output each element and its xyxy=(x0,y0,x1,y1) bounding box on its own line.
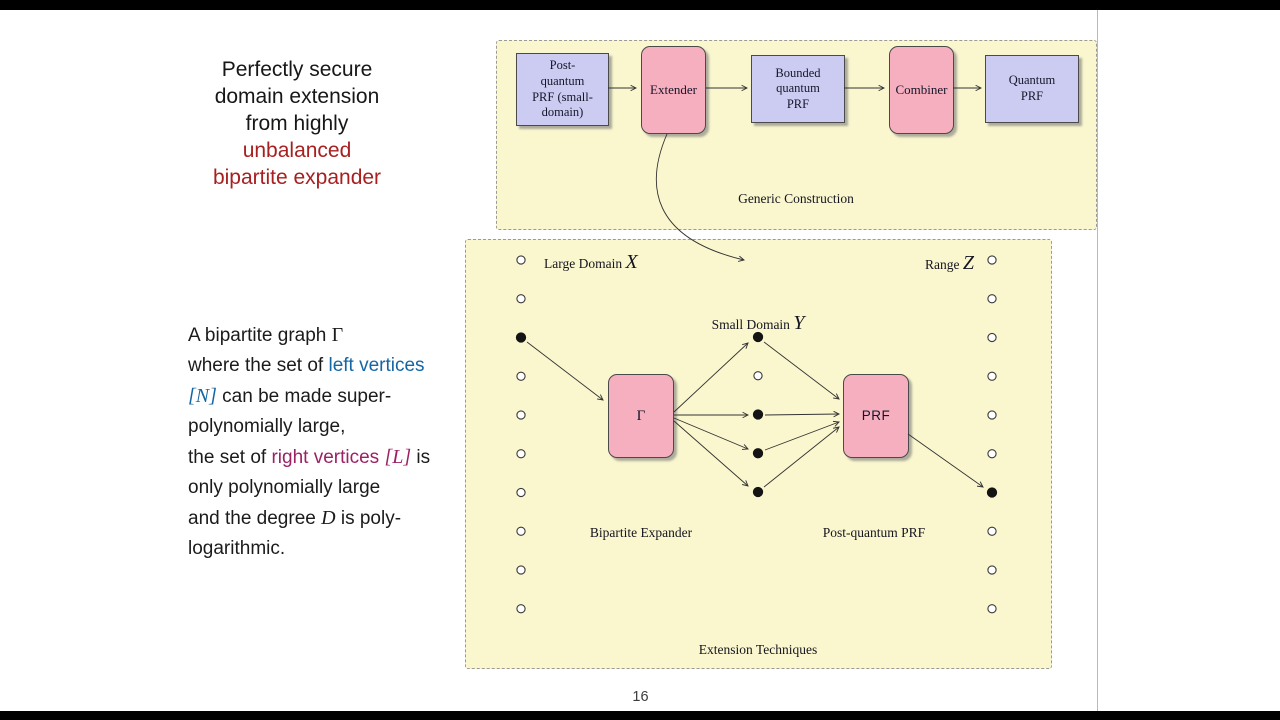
y-script-symbol: Y xyxy=(793,312,805,334)
small-domain-label: Small Domain Y xyxy=(711,312,805,334)
page-number: 16 xyxy=(632,689,649,705)
combiner-box: Combiner xyxy=(889,46,954,134)
body-line: polynomially large, xyxy=(188,416,346,437)
l-symbol: [L] xyxy=(384,446,412,468)
bipartite-expander-caption: Bipartite Expander xyxy=(589,525,693,540)
letterbox-top-bar xyxy=(0,0,1280,10)
range-label: Range Z xyxy=(925,252,974,274)
title-line: domain extension xyxy=(214,85,380,108)
extension-techniques-panel xyxy=(465,239,1052,669)
body-paragraph: A bipartite graph Γ where the set of lef… xyxy=(188,320,488,564)
body-line: A bipartite graph Γ xyxy=(188,324,344,346)
title-line-red: bipartite expander xyxy=(212,166,382,189)
gamma-symbol: Γ xyxy=(331,324,344,346)
d-symbol: D xyxy=(321,507,336,529)
post-quantum-prf-box: Post- quantum PRF (small- domain) xyxy=(516,53,609,126)
body-line: [N] can be made super- xyxy=(188,385,392,407)
n-symbol: [N] xyxy=(188,385,217,407)
large-domain-label: Large Domain X xyxy=(544,251,638,273)
x-script-symbol: X xyxy=(625,251,638,273)
extender-box: Extender xyxy=(641,46,706,134)
generic-construction-caption: Generic Construction xyxy=(738,191,854,206)
body-line: and the degree D is poly- xyxy=(188,507,402,529)
post-quantum-prf-caption: Post-quantum PRF xyxy=(822,525,926,540)
body-line: logarithmic. xyxy=(188,538,286,559)
body-line: only polynomially large xyxy=(188,477,381,498)
gamma-expander-box: Γ xyxy=(608,374,674,458)
extension-techniques-caption: Extension Techniques xyxy=(698,642,818,657)
title-line: Perfectly secure xyxy=(221,58,373,81)
title-line: from highly xyxy=(245,112,349,135)
letterbox-bottom-bar xyxy=(0,711,1280,720)
quantum-prf-box: Quantum PRF xyxy=(985,55,1079,123)
right-vertices-text: right vertices xyxy=(271,447,385,468)
title-line-red: unbalanced xyxy=(242,139,352,162)
left-vertices-text: left vertices xyxy=(328,355,425,376)
bounded-quantum-prf-box: Bounded quantum PRF xyxy=(751,55,845,123)
slide-title: Perfectly secure domain extension from h… xyxy=(147,56,447,191)
prf-box: PRF xyxy=(843,374,909,458)
slide-right-divider xyxy=(1097,10,1098,711)
body-line: the set of right vertices [L] is xyxy=(188,446,431,468)
body-line: where the set of left vertices xyxy=(188,355,425,376)
z-script-symbol: Z xyxy=(962,252,974,274)
